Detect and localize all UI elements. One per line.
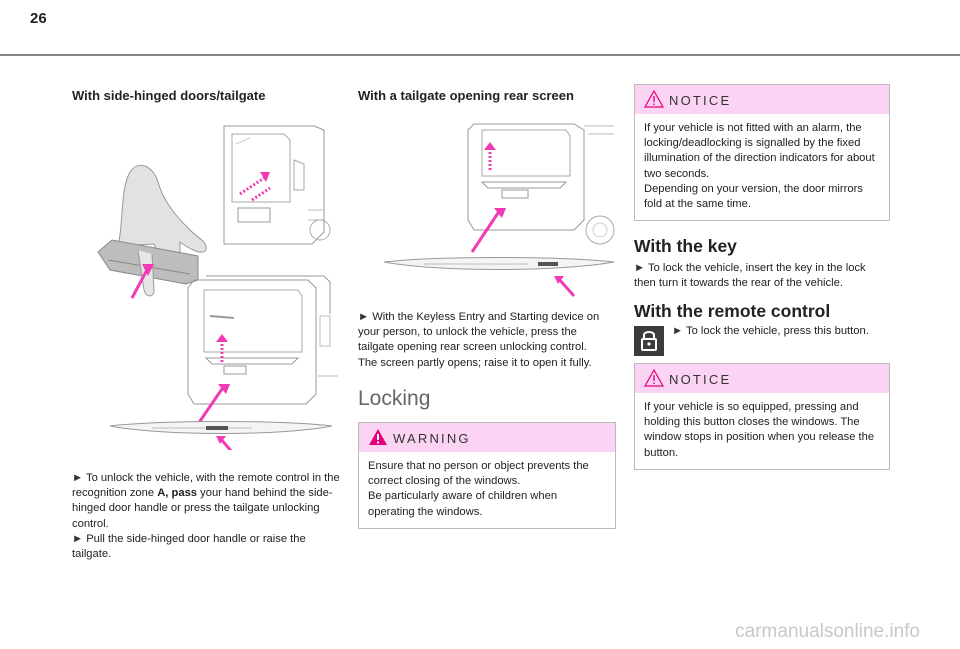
warning-icon [369,429,387,445]
remote-heading: With the remote control [634,301,831,321]
bullet-icon: ► [72,533,84,545]
notice-text: If your vehicle is not fitted with an al… [644,122,875,211]
col1-step1: ► To unlock the vehicle, with the remote… [72,472,340,530]
header-rule [0,54,960,56]
section-heading: With a tailgate opening rear screen [358,88,574,103]
warning-title: WARNING [393,431,471,446]
col1-step2: ► Pull the side-hinged door handle or ra… [72,533,306,561]
bullet-icon: ► [358,311,370,323]
locking-heading: Locking [358,387,431,410]
warning-triangle-icon [644,89,664,108]
notice-title: NOTICE [669,93,732,108]
warning-box: WARNING Ensure that no person or object … [358,422,616,529]
bullet-icon: ► [72,472,84,484]
remote-step: ► To lock the vehicle, press this button… [672,325,869,337]
section-heading: With side-hinged doors/tailgate [72,88,266,103]
warning-triangle-icon [644,368,664,387]
notice-box-alarm: NOTICE If your vehicle is not fitted wit… [634,84,890,222]
col2-step1: ► With the Keyless Entry and Starting de… [358,311,600,369]
bullet-icon: ► [672,325,684,337]
watermark: carmanualsonline.info [735,621,920,642]
notice-text: If your vehicle is so equipped, pressing… [644,401,875,459]
notice-title: NOTICE [669,372,732,387]
notice-box-windows: NOTICE If your vehicle is so equipped, p… [634,363,890,470]
door-handle-illustration [97,125,331,314]
tailgate-illustration [109,279,338,450]
warning-text: Ensure that no person or object prevents… [368,460,589,518]
key-step: ► To lock the vehicle, insert the key in… [634,262,866,290]
key-heading: With the key [634,236,737,256]
padlock-button-icon [634,326,664,356]
rear-screen-illustration [383,123,615,297]
page-number: 26 [30,10,47,27]
bullet-icon: ► [634,262,646,274]
